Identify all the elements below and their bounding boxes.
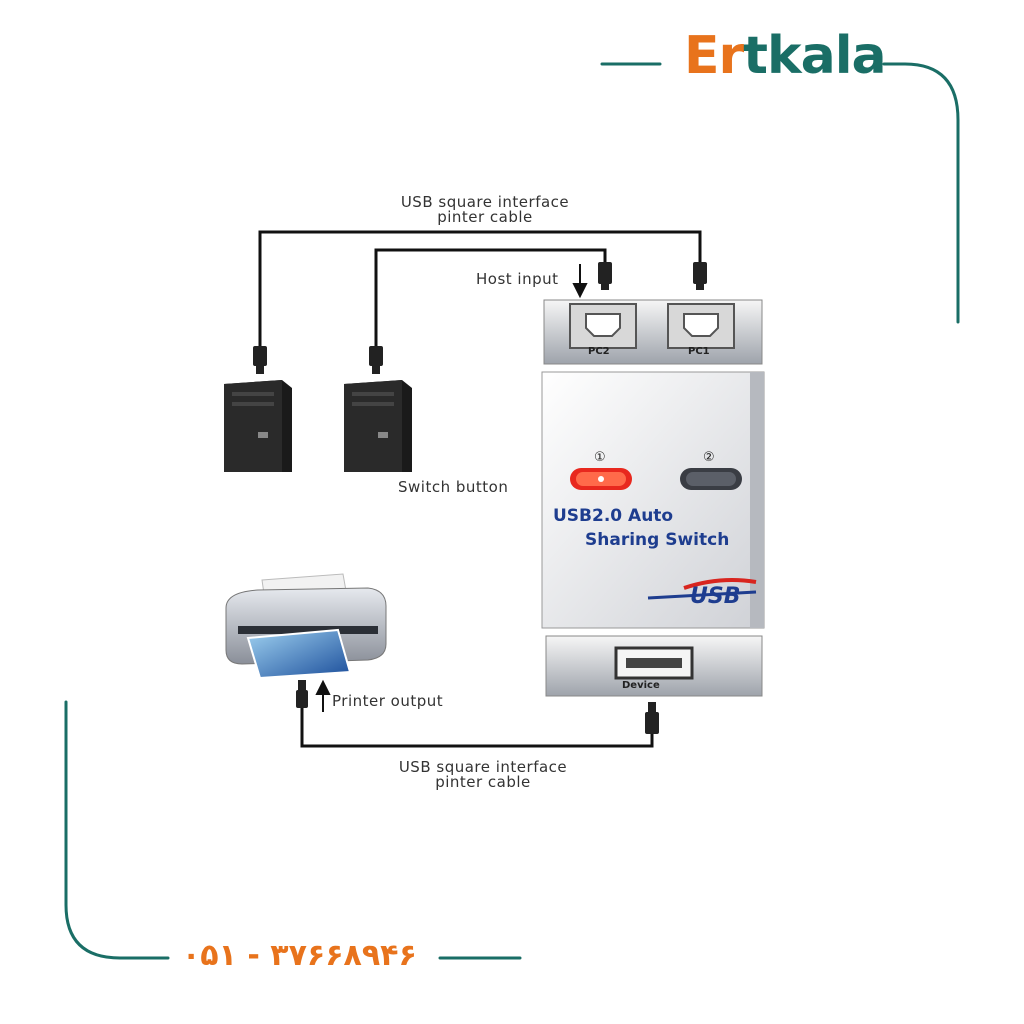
bottom-cable-label-line2: pinter cable xyxy=(435,773,531,791)
brand-part-2: tkala xyxy=(743,26,886,86)
sharing-switch-device xyxy=(541,299,765,697)
top-cable-label: USB square interface pinter cable xyxy=(380,195,590,225)
port-label-pc1: PC1 xyxy=(688,346,710,357)
printer-icon xyxy=(225,573,387,680)
bottom-cable-label-line1: USB square interface xyxy=(398,758,568,776)
computer-tower-icon xyxy=(344,380,412,472)
computer-tower-icon xyxy=(224,380,292,472)
device-title-line1: USB2.0 Auto xyxy=(553,506,674,526)
switch-button-label: Switch button xyxy=(398,478,509,496)
printer-output-label: Printer output xyxy=(332,692,444,710)
top-cable-label-line1: USB square interface xyxy=(400,193,570,211)
device-title-line2: Sharing Switch xyxy=(585,530,730,550)
brand-part-1: Er xyxy=(684,26,744,86)
brand-logo: Ertkala xyxy=(684,30,887,82)
indicator-1-label: ① xyxy=(594,450,606,465)
phone-number: ۰۵۱ - ۳۷۶۶۸۹۴۶ xyxy=(182,938,417,973)
usb-logo: USB xyxy=(690,584,741,609)
port-label-pc2: PC2 xyxy=(588,346,610,357)
indicator-2-label: ② xyxy=(703,450,715,465)
host-input-label: Host input xyxy=(476,270,559,288)
port-label-device: Device xyxy=(622,680,660,691)
bottom-cable-label: USB square interface pinter cable xyxy=(378,760,588,790)
top-cable-label-line2: pinter cable xyxy=(437,208,533,226)
